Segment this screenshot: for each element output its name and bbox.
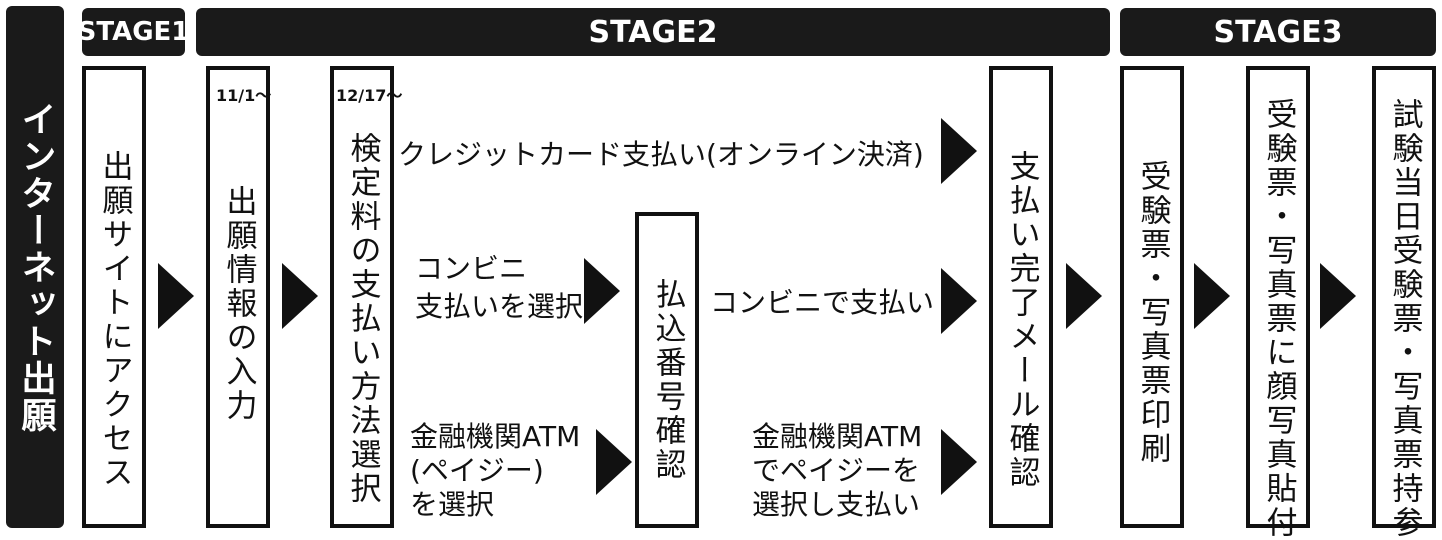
- step-print-text: 受験票・写真票印刷: [1134, 160, 1171, 466]
- conv-select-line2: 支払いを選択: [415, 290, 584, 323]
- arrow-icon: [1320, 263, 1356, 329]
- input-start-date: 11/1〜: [216, 86, 272, 105]
- step-confirm-number-text: 払込番号確認: [649, 278, 686, 482]
- conv-select-line1: コンビニ: [415, 252, 528, 285]
- arrow-icon: [1066, 263, 1102, 329]
- step-bring-ticket: 試験当日受験票・写真票持参: [1372, 66, 1436, 540]
- arrow-icon: [596, 429, 632, 495]
- side-label-text: インターネット出願: [15, 100, 56, 434]
- credit-card-label: クレジットカード支払い(オンライン決済): [398, 138, 924, 171]
- atm-pay-line2: でペイジーを: [752, 454, 921, 487]
- atm-pay-line3: 選択し支払い: [752, 488, 921, 521]
- arrow-icon: [158, 263, 194, 329]
- internet-application-label: インターネット出願: [6, 6, 64, 528]
- step-access-site: 出願サイトにアクセス: [82, 66, 146, 528]
- atm-pay-line1: 金融機関ATM: [752, 420, 923, 453]
- stage3-header: STAGE3: [1120, 8, 1436, 56]
- step-photo-text: 受験票・写真票に顔写真貼付: [1260, 98, 1297, 540]
- arrow-icon: [282, 263, 318, 329]
- arrow-icon: [941, 429, 977, 495]
- conv-pay-label: コンビニで支払い: [710, 286, 935, 319]
- step-method-text: 検定料の支払い方法選択: [344, 132, 381, 506]
- step-bring-text: 試験当日受験票・写真票持参: [1386, 98, 1423, 540]
- step-attach-photo: 受験票・写真票に顔写真貼付: [1246, 66, 1310, 540]
- step-confirm-number: 払込番号確認: [635, 212, 699, 528]
- arrow-icon: [1194, 263, 1230, 329]
- arrow-icon: [941, 268, 977, 334]
- stage2-header: STAGE2: [196, 8, 1110, 56]
- arrow-icon: [941, 118, 977, 184]
- step-access-text: 出願サイトにアクセス: [96, 150, 133, 490]
- arrow-icon: [584, 258, 620, 324]
- step-print-ticket: 受験票・写真票印刷: [1120, 66, 1184, 528]
- step-input-text: 出願情報の入力: [220, 185, 257, 423]
- step-complete-mail: 支払い完了メール確認: [989, 66, 1053, 528]
- step-input-info: 出願情報の入力: [206, 66, 270, 528]
- atm-select-line1: 金融機関ATM: [410, 420, 581, 453]
- atm-select-line3: を選択: [410, 488, 495, 521]
- stage1-header: STAGE1: [78, 8, 189, 56]
- step-payment-method: 検定料の支払い方法選択: [330, 66, 394, 528]
- method-start-date: 12/17〜: [336, 86, 403, 105]
- atm-select-line2: (ペイジー): [410, 454, 544, 487]
- step-complete-mail-text: 支払い完了メール確認: [1003, 150, 1040, 490]
